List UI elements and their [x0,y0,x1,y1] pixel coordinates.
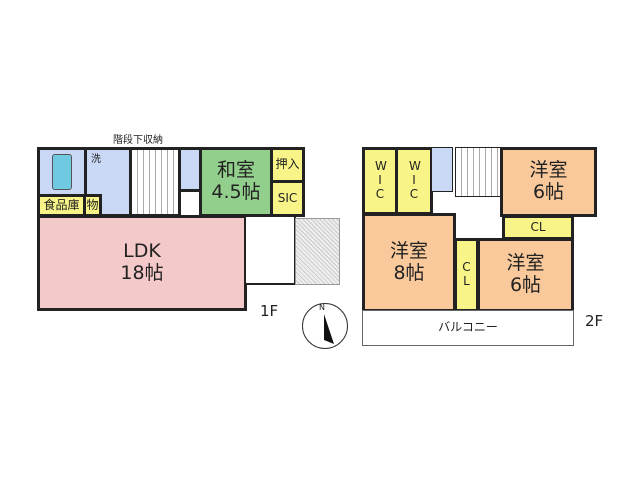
floor-2-label: 2F [585,312,604,330]
room-top-label: 洋室 [529,159,568,182]
cl-side-label: C L [462,260,471,288]
ldk-label: LDK [123,240,161,263]
north-arrow-icon [324,314,334,344]
bathroom [37,147,87,197]
compass-north-label: N [319,303,325,312]
room-right-size: 6帖 [509,274,542,296]
shoe-closet: SIC [270,180,305,217]
staircase-1f [129,147,181,217]
wic1-label: W I C [375,159,387,201]
balcony-label: バルコニー [438,320,498,335]
wic2-label: W I C [409,159,421,201]
closet-oshiire: 押入 [270,147,305,183]
toilet-1f [178,147,202,192]
pantry: 食品庫 [37,194,86,217]
sic-label: SIC [277,190,298,205]
room-right-label: 洋室 [506,252,545,275]
closet-side: C L [454,238,479,312]
room-left-size: 8帖 [393,261,425,284]
porch [295,218,340,285]
closet-label: 押入 [275,157,300,172]
japanese-room-size: 4.5帖 [211,181,261,203]
bathtub-icon [52,154,72,190]
closet-top: CL [502,215,574,240]
cl-top-label: CL [530,219,546,234]
room-top-size: 6帖 [532,181,565,203]
toilet-2f [431,147,453,192]
pantry-label: 食品庫 [43,197,80,212]
japanese-room-label: 和室 [216,159,255,182]
washroom-label: 洗 [91,154,101,165]
walk-in-closet-1: W I C [362,147,398,215]
floor-1-label: 1F [260,302,279,320]
ldk-size: 18帖 [120,262,164,284]
storage-label: 物 [86,197,99,212]
storage-under-stairs-label: 階段下収納 [113,135,163,146]
room-left-label: 洋室 [389,239,428,262]
entrance-hall [244,215,296,285]
storage: 物 [83,194,102,217]
compass: N [302,303,348,349]
walk-in-closet-2: W I C [395,147,433,215]
balcony: バルコニー [362,310,574,346]
staircase-2f [455,147,503,197]
